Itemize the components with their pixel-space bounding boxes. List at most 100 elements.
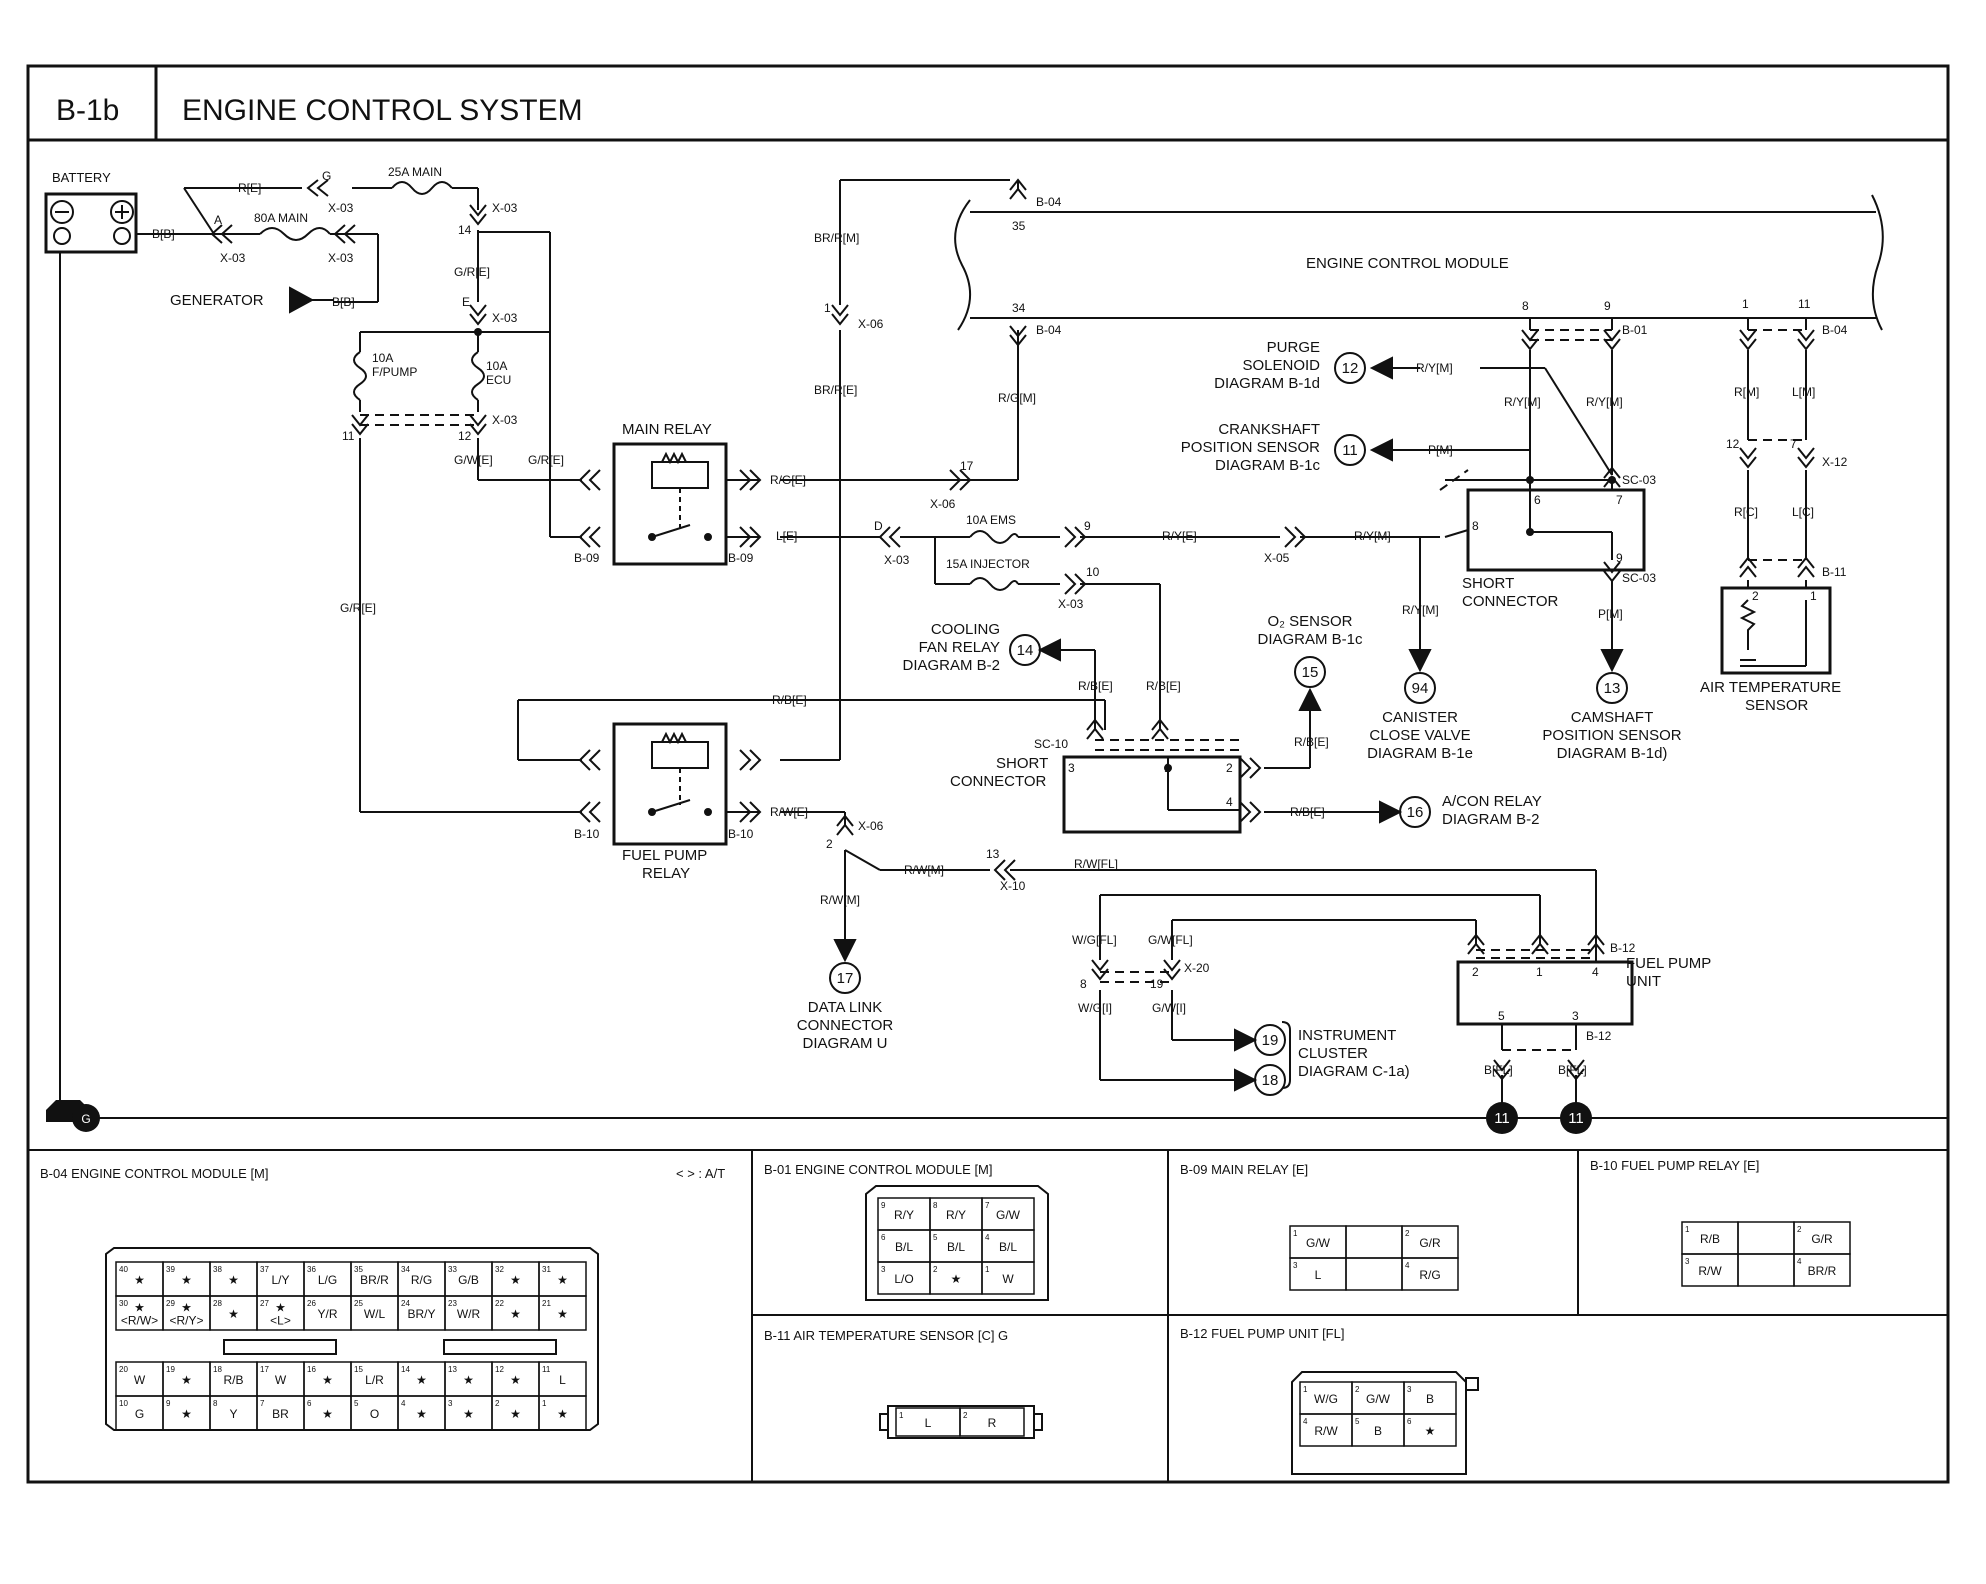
svg-text:CONNECTOR: CONNECTOR: [797, 1017, 894, 1034]
b04-pin-wire-color: BR: [272, 1407, 289, 1421]
svg-text:X-06: X-06: [930, 497, 956, 511]
b04-connector-face: [105, 1247, 599, 1431]
svg-text:B-04: B-04: [1822, 323, 1848, 337]
svg-text:R/Y[M]: R/Y[M]: [1402, 603, 1439, 617]
b04-pin-number: 40: [119, 1265, 128, 1274]
b12-pin-number: 5: [1355, 1417, 1360, 1426]
b04-pin-number: 9: [166, 1399, 171, 1408]
battery-label: BATTERY: [52, 170, 111, 185]
svg-text:B-04: B-04: [1036, 323, 1062, 337]
svg-text:B-04 ENGINE CONTROL MODULE [M]: B-04 ENGINE CONTROL MODULE [M]: [40, 1166, 269, 1181]
b04-pin-wire-color: ★: [134, 1301, 145, 1315]
b04-pin-number: 4: [401, 1399, 406, 1408]
svg-text:19: 19: [1150, 977, 1164, 991]
b04-pin-wire-color: G/B: [458, 1273, 479, 1287]
b04-pin-number: 27: [260, 1299, 269, 1308]
svg-text:4: 4: [1226, 795, 1233, 809]
svg-text:11: 11: [1798, 297, 1811, 311]
b04-pin-number: 11: [542, 1365, 551, 1374]
b04-pin-number: 33: [448, 1265, 457, 1274]
b04-pin-wire-color: O: [370, 1407, 379, 1421]
fuse-80a-main: [259, 227, 331, 241]
b12-pin-number: 4: [1303, 1417, 1308, 1426]
svg-text:P[M]: P[M]: [1598, 607, 1623, 621]
svg-text:B-12: B-12: [1610, 941, 1636, 955]
svg-text:DIAGRAM U: DIAGRAM U: [802, 1035, 887, 1052]
b04-pin-number: 5: [354, 1399, 359, 1408]
svg-text:R/G[M]: R/G[M]: [998, 391, 1036, 405]
fuse-80a-label: 80A MAIN: [254, 211, 308, 225]
b04-pin-wire-color: L: [559, 1373, 566, 1387]
reference-numbers: 12 11 14 15 94 13 16 17 19 18 11 11 G: [81, 360, 1620, 1127]
svg-text:X-03: X-03: [884, 553, 910, 567]
b10-pin-wire-color: R/B: [1700, 1232, 1720, 1246]
b01-pin-number: 4: [985, 1233, 990, 1242]
svg-text:R/B[E]: R/B[E]: [1146, 679, 1181, 693]
svg-text:3: 3: [1068, 761, 1075, 775]
b04-pin-number: 22: [495, 1299, 504, 1308]
svg-text:B-01: B-01: [1622, 323, 1648, 337]
connector-chevrons: [210, 178, 1815, 1081]
svg-text:2: 2: [826, 837, 833, 851]
svg-text:2: 2: [1226, 761, 1233, 775]
ref-18-num: 18: [1262, 1072, 1279, 1089]
svg-text:X-06: X-06: [858, 317, 884, 331]
component-labels: BATTERY GENERATOR 25A MAIN 80A MAIN 10A …: [52, 165, 1841, 990]
b01-pin-wire-color: G/W: [996, 1208, 1021, 1222]
svg-text:R[M]: R[M]: [1734, 385, 1759, 399]
b04-pin-number: 39: [166, 1265, 175, 1274]
svg-text:9: 9: [1084, 519, 1091, 533]
b04-pin-wire-color: ★: [322, 1373, 333, 1387]
instrument-bracket: [1281, 1021, 1291, 1089]
ref-15-num: 15: [1302, 664, 1319, 681]
b04-pin-number: 24: [401, 1299, 410, 1308]
svg-text:L[C]: L[C]: [1792, 505, 1814, 519]
svg-text:R/B[E]: R/B[E]: [772, 693, 807, 707]
svg-text:SC-03: SC-03: [1622, 473, 1656, 487]
b04-pin-number: 12: [495, 1365, 504, 1374]
b04-pin-wire-color: G: [135, 1407, 144, 1421]
b01-pin-wire-color: B/L: [999, 1240, 1017, 1254]
short-connector-2-label-2: CONNECTOR: [1462, 593, 1559, 610]
svg-text:D: D: [874, 519, 883, 533]
b01-pin-number: 7: [985, 1201, 990, 1210]
b04-pin-grid: 40★39★38★37L/Y36L/G35BR/R34R/G33G/B32★31…: [115, 1261, 587, 1431]
b04-pin-wire-color: ★: [510, 1407, 521, 1421]
svg-text:8: 8: [1472, 519, 1479, 533]
svg-text:X-05: X-05: [1264, 551, 1290, 565]
b11-pin-number: 1: [899, 1411, 904, 1420]
b09-pin-number: 4: [1405, 1261, 1410, 1270]
b04-pin-wire-color: ★: [557, 1307, 568, 1321]
fuse-injector-label: 15A INJECTOR: [946, 557, 1030, 571]
b09-pin-wire-color: G/W: [1306, 1236, 1331, 1250]
b12-pin-wire-color: G/W: [1366, 1392, 1391, 1406]
b04-pin-wire-color: BR/Y: [407, 1307, 435, 1321]
svg-text:34: 34: [1012, 301, 1026, 315]
b01-pin-number: 9: [881, 1201, 886, 1210]
b04-pin-number: 21: [542, 1299, 551, 1308]
svg-text:1: 1: [1536, 965, 1543, 979]
short-connector-2-label-1: SHORT: [1462, 575, 1514, 592]
svg-text:R[C]: R[C]: [1734, 505, 1758, 519]
fuse-ecu: [471, 351, 485, 401]
svg-text:R/Y[M]: R/Y[M]: [1354, 529, 1391, 543]
svg-text:POSITION SENSOR: POSITION SENSOR: [1181, 439, 1320, 456]
b04-pin-wire-color: Y/R: [317, 1307, 337, 1321]
wires: [44, 179, 1948, 1119]
b12-pin-number: 2: [1355, 1385, 1360, 1394]
svg-text:A/CON RELAY: A/CON RELAY: [1442, 793, 1542, 810]
b04-pin-wire-color: ★: [557, 1407, 568, 1421]
svg-text:R/B[E]: R/B[E]: [1078, 679, 1113, 693]
b04-pin-wire-color: ★: [134, 1273, 145, 1287]
svg-text:X-03: X-03: [492, 311, 518, 325]
svg-text:B-09: B-09: [728, 551, 754, 565]
b04-pin-wire-color: Y: [229, 1407, 237, 1421]
svg-text:W/G[I]: W/G[I]: [1078, 1001, 1112, 1015]
ground-ref-a-num: 11: [1494, 1110, 1510, 1127]
b12-connector-face: [1291, 1371, 1479, 1475]
b04-pin-wire-color: R/G: [411, 1273, 432, 1287]
svg-text:R/Y[M]: R/Y[M]: [1416, 361, 1453, 375]
b01-pin-number: 1: [985, 1265, 990, 1274]
b01-connector-face: [865, 1185, 1049, 1301]
svg-text:X-03: X-03: [220, 251, 246, 265]
